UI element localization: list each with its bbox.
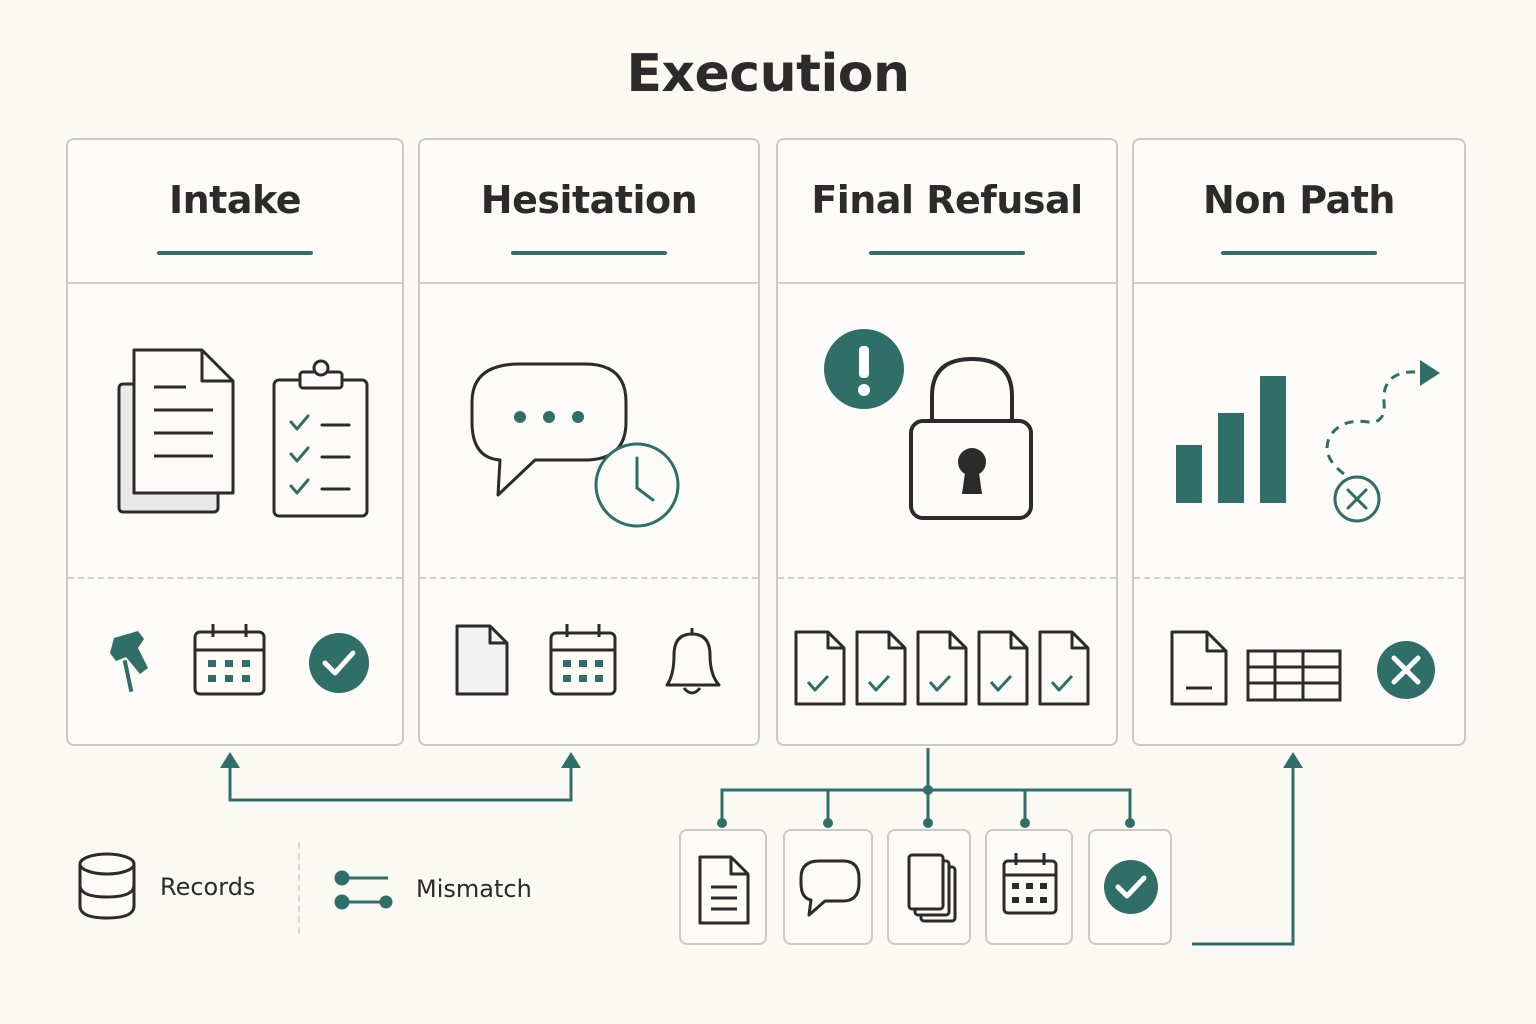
clock-icon <box>594 442 680 528</box>
arrowhead-up <box>220 752 240 768</box>
blank-document-icon <box>455 624 509 696</box>
panel-intake-divider <box>68 577 402 579</box>
panel-hesitation-divider <box>420 577 758 579</box>
calendar-icon <box>549 624 617 696</box>
dashed-path-arrow-icon <box>1325 360 1440 476</box>
panel-hesitation-header: Hesitation <box>420 140 758 284</box>
bar-chart-icon <box>1176 376 1286 503</box>
document-stack-icon <box>117 348 235 514</box>
panel-hesitation: Hesitation <box>418 138 760 746</box>
panel-intake: Intake <box>66 138 404 746</box>
diagram-title: Execution <box>626 44 910 104</box>
document-stack-icon <box>907 853 957 923</box>
connector-icon <box>334 870 393 910</box>
panel-non-path: Non Path <box>1132 138 1466 746</box>
branch-box-check <box>1088 829 1172 945</box>
database-icon <box>78 852 136 920</box>
pushpin-icon <box>110 631 148 693</box>
panel-hesitation-art <box>455 362 721 696</box>
panel-final-refusal-divider <box>778 577 1116 579</box>
table-grid-icon <box>1246 649 1342 702</box>
document-icon <box>1170 630 1228 706</box>
check-circle-icon <box>309 633 369 693</box>
branch-box-speech <box>783 829 873 945</box>
x-circle-icon <box>1333 475 1381 523</box>
calendar-icon <box>1002 853 1058 915</box>
speech-bubble-icon <box>470 362 628 497</box>
document-icon <box>698 855 750 925</box>
panel-intake-underline <box>157 251 313 255</box>
arrowhead-up <box>1283 752 1303 768</box>
legend-divider <box>298 843 300 933</box>
checked-document-icon <box>977 630 1029 706</box>
branch-box-document-stack <box>887 829 971 945</box>
bell-icon <box>665 628 721 695</box>
panel-non-path-underline <box>1221 251 1377 255</box>
checked-document-icon <box>1038 630 1090 706</box>
alert-icon <box>824 329 904 409</box>
panel-final-refusal-title: Final Refusal <box>811 178 1083 222</box>
branch-box-document <box>679 829 767 945</box>
branch-bus <box>720 788 1132 822</box>
panel-intake-art <box>110 348 369 696</box>
check-circle-icon <box>1104 860 1158 914</box>
arrowhead-up <box>561 752 581 768</box>
non-path-return-connector <box>1192 766 1295 946</box>
panel-hesitation-underline <box>511 251 667 255</box>
branch-box-calendar <box>985 829 1073 945</box>
panel-non-path-header: Non Path <box>1134 140 1464 284</box>
panel-non-path-divider <box>1134 577 1464 579</box>
panel-hesitation-title: Hesitation <box>480 178 698 222</box>
checked-document-icon <box>855 630 907 706</box>
speech-bubble-icon <box>799 859 861 917</box>
padlock-icon <box>909 356 1033 520</box>
calendar-icon <box>193 624 266 696</box>
checklist-clipboard-icon <box>272 359 369 518</box>
panel-final-refusal-underline <box>869 251 1025 255</box>
legend-records-label: Records <box>160 873 256 901</box>
checked-document-icon <box>794 630 846 706</box>
panel-intake-header: Intake <box>68 140 402 284</box>
panel-final-refusal: Final Refusal <box>776 138 1118 746</box>
checked-document-row <box>794 630 1090 706</box>
panel-intake-title: Intake <box>168 178 302 222</box>
x-circle-icon <box>1377 641 1435 699</box>
intake-hesitation-connector <box>228 766 573 802</box>
checked-document-icon <box>916 630 968 706</box>
panel-non-path-title: Non Path <box>1203 178 1395 222</box>
panel-final-refusal-art <box>794 329 1090 706</box>
panel-non-path-art <box>1170 360 1440 706</box>
legend-mismatch-label: Mismatch <box>416 875 532 903</box>
panel-final-refusal-header: Final Refusal <box>778 140 1116 284</box>
